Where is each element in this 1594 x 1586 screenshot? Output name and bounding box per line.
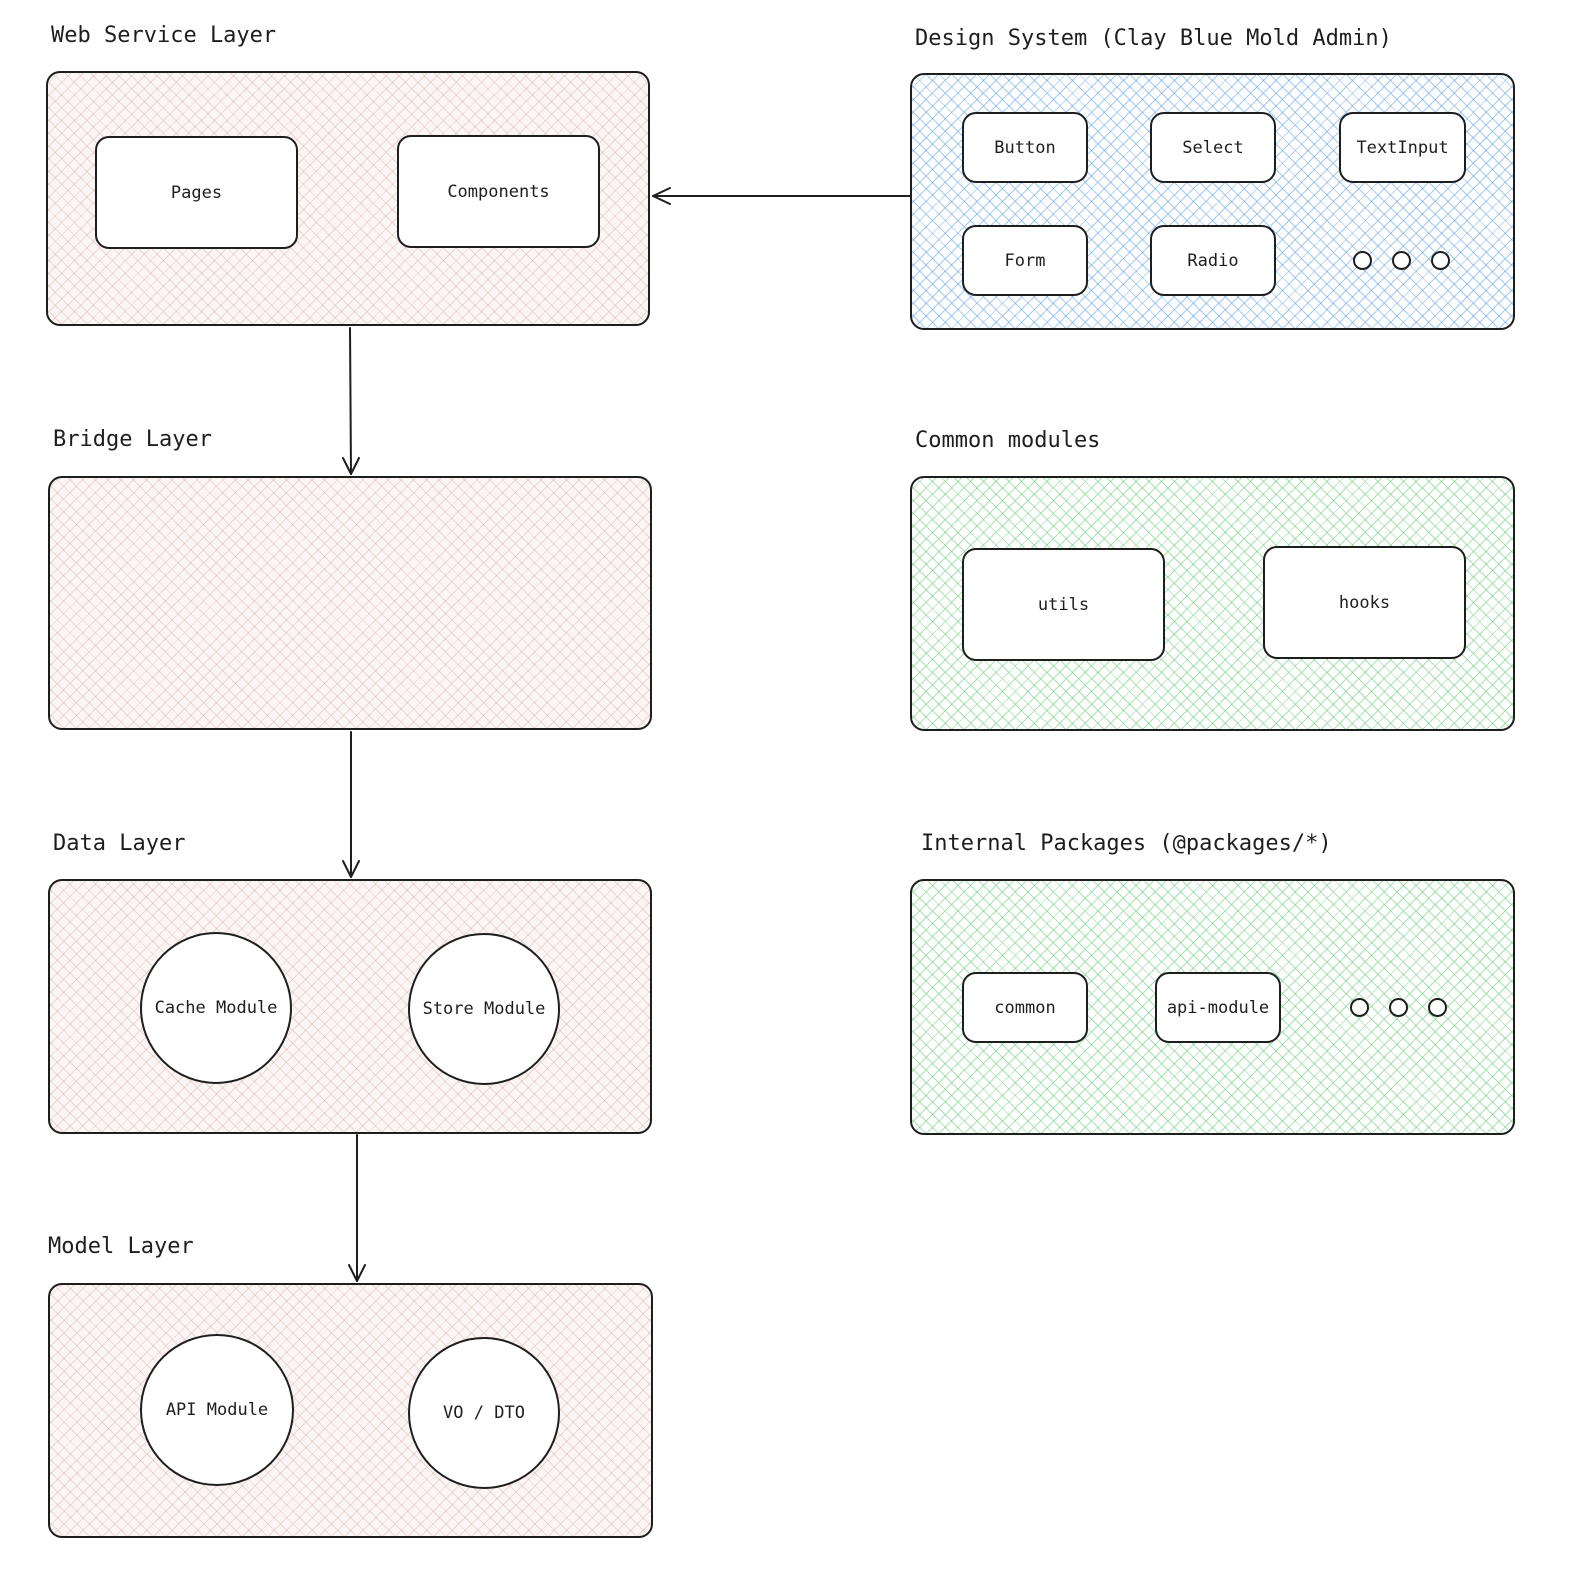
bridge-layer-panel <box>48 476 652 730</box>
more-items-ellipsis <box>1353 251 1450 270</box>
hooks-box[interactable]: hooks <box>1263 546 1466 659</box>
common-modules-title: Common modules <box>915 428 1101 453</box>
model-layer-panel: API Module VO / DTO <box>48 1283 653 1538</box>
ellipsis-dot <box>1389 998 1408 1017</box>
web-service-layer-title: Web Service Layer <box>51 23 277 48</box>
internal-packages-panel: common api-module <box>910 879 1515 1135</box>
arrowhead-web-to-bridge <box>342 457 360 475</box>
common-modules-panel: utils hooks <box>910 476 1515 731</box>
cache-module-circle[interactable]: Cache Module <box>140 932 292 1084</box>
data-layer-title: Data Layer <box>53 831 186 856</box>
store-module-circle[interactable]: Store Module <box>408 933 560 1085</box>
utils-box[interactable]: utils <box>962 548 1165 661</box>
button-box[interactable]: Button <box>962 112 1088 183</box>
arrowhead-design-system-to-web <box>652 187 671 205</box>
arrowhead-data-to-model <box>348 1264 366 1282</box>
select-box[interactable]: Select <box>1150 112 1276 183</box>
api-module-circle[interactable]: API Module <box>140 1334 294 1486</box>
more-packages-ellipsis <box>1350 998 1447 1017</box>
form-box[interactable]: Form <box>962 225 1088 296</box>
vo-dto-circle[interactable]: VO / DTO <box>408 1337 560 1489</box>
ellipsis-dot <box>1392 251 1411 270</box>
arrow-web-to-bridge <box>349 327 352 475</box>
bridge-layer-title: Bridge Layer <box>53 427 212 452</box>
design-system-panel: Button Select TextInput Form Radio <box>910 73 1515 330</box>
pages-box[interactable]: Pages <box>95 136 298 249</box>
components-box[interactable]: Components <box>397 135 600 248</box>
design-system-title: Design System (Clay Blue Mold Admin) <box>915 26 1392 51</box>
ellipsis-dot <box>1350 998 1369 1017</box>
common-package-box[interactable]: common <box>962 972 1088 1043</box>
api-module-package-box[interactable]: api-module <box>1155 972 1281 1043</box>
ellipsis-dot <box>1353 251 1372 270</box>
ellipsis-dot <box>1431 251 1450 270</box>
ellipsis-dot <box>1428 998 1447 1017</box>
textinput-box[interactable]: TextInput <box>1339 112 1466 183</box>
arrowhead-bridge-to-data <box>342 860 360 878</box>
radio-box[interactable]: Radio <box>1150 225 1276 296</box>
data-layer-panel: Cache Module Store Module <box>48 879 652 1134</box>
model-layer-title: Model Layer <box>48 1234 194 1259</box>
web-service-layer-panel: Pages Components <box>46 71 650 326</box>
internal-packages-title: Internal Packages (@packages/*) <box>921 831 1332 856</box>
